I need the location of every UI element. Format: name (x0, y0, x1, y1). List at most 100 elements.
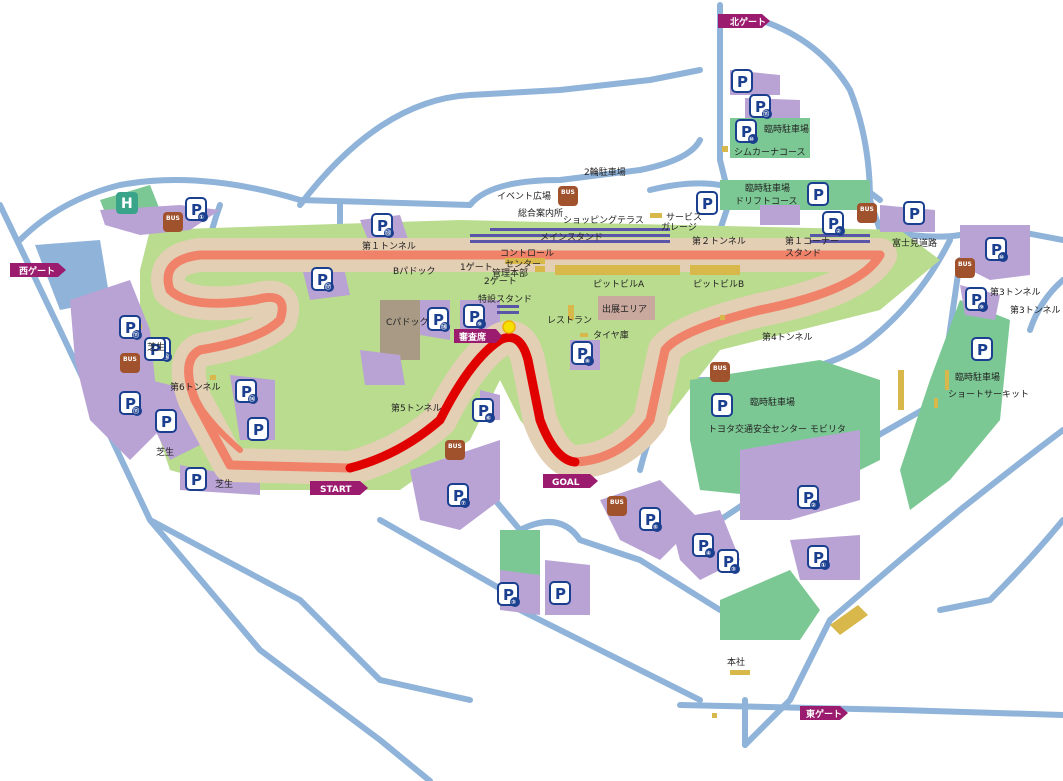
west-gate-label: 西ゲート (19, 265, 55, 277)
svg-text:⑬: ⑬ (385, 229, 391, 237)
parking-icon[interactable]: P③ (717, 549, 740, 574)
svg-text:P: P (317, 271, 328, 289)
svg-text:P: P (803, 489, 814, 507)
parking-icon[interactable]: P (711, 393, 733, 417)
parking-icon[interactable]: P⑩ (735, 119, 758, 144)
svg-text:P: P (723, 553, 734, 571)
parking-icon[interactable]: P (696, 191, 718, 215)
svg-text:BUS: BUS (610, 499, 624, 506)
west-gate[interactable]: 西ゲート (10, 263, 66, 277)
svg-text:BUS: BUS (166, 215, 180, 222)
svg-text:P: P (191, 471, 202, 489)
parking-icon[interactable]: P (807, 182, 829, 206)
bus-stop-icon[interactable]: BUS (710, 362, 730, 382)
parking-icons: PP⑪P⑩PP①PPP②P⑬P⑰P⑱P⑨P⑯P⑧P⑩P⑨PP⑪PP⑪PP⑭PPP… (119, 69, 1008, 607)
parking-icon[interactable]: P (971, 337, 993, 361)
svg-text:①: ① (199, 214, 204, 221)
parking-icon[interactable]: P① (185, 197, 208, 222)
map-label: ピットビルB (693, 279, 744, 290)
parking-icon[interactable]: P⑦ (447, 483, 470, 508)
svg-text:BUS: BUS (860, 206, 874, 213)
map-label: 特設スタンド (478, 293, 532, 305)
parking-icon[interactable]: P⑪ (119, 391, 142, 416)
svg-text:P: P (698, 537, 709, 555)
parking-icon[interactable]: P⑧ (571, 341, 594, 366)
parking-icon[interactable]: P (144, 337, 166, 361)
east-gate[interactable]: 東ゲート (800, 706, 848, 720)
svg-text:P: P (702, 195, 713, 213)
svg-text:①: ① (821, 562, 826, 569)
parking-icon[interactable]: P⑰ (311, 267, 334, 292)
bus-stop-icon[interactable]: BUS (120, 353, 140, 373)
svg-text:P: P (741, 123, 752, 141)
parking-icon[interactable]: P⑤ (639, 507, 662, 532)
map-label: サービス (666, 212, 702, 223)
map-label: 第4トンネル (762, 331, 813, 343)
svg-text:P: P (125, 319, 136, 337)
parking-icon[interactable]: P (903, 201, 925, 225)
svg-text:P: P (813, 186, 824, 204)
svg-text:⑩: ⑩ (749, 136, 754, 143)
map-label: コントロール (500, 249, 554, 259)
parking-icon[interactable]: P⑨ (463, 304, 486, 329)
start-label: START (320, 485, 352, 495)
parking-icon[interactable]: P⑱ (427, 307, 450, 332)
svg-text:⑪: ⑪ (133, 407, 139, 415)
parking-icon[interactable]: P (731, 69, 753, 93)
map-label: ピットビルA (593, 279, 645, 290)
map-label: Cパドック (386, 317, 429, 328)
map-label: シムカーナコース (734, 147, 806, 158)
svg-text:P: P (717, 397, 728, 415)
svg-text:⑨: ⑨ (979, 304, 984, 311)
heliport-icon[interactable]: H (116, 192, 138, 214)
map-label: 本社 (727, 656, 745, 668)
bus-stop-icon[interactable]: BUS (445, 440, 465, 460)
map-label: 第5トンネル (391, 402, 442, 414)
parking-icon[interactable]: P⑩ (985, 237, 1008, 262)
svg-text:BUS: BUS (958, 261, 972, 268)
tire-bld (580, 333, 588, 337)
drift-green (720, 180, 870, 210)
parking-icon[interactable]: P (247, 417, 269, 441)
main-stand-2 (470, 234, 670, 237)
svg-text:④: ④ (706, 550, 711, 557)
bus-stop-icon[interactable]: BUS (607, 496, 627, 516)
north-gate[interactable]: 北ゲート (718, 14, 770, 28)
parking-icon[interactable]: P (549, 581, 571, 605)
map-label: 臨時駐車場 (745, 182, 790, 194)
svg-text:⑨: ⑨ (477, 321, 482, 328)
parking-icon[interactable]: P① (807, 545, 830, 570)
parking-icon[interactable]: P② (797, 485, 820, 510)
parking-icon[interactable]: P⑪ (119, 315, 142, 340)
map-label: 第１トンネル (362, 240, 416, 252)
bus-stop-icon[interactable]: BUS (163, 212, 183, 232)
svg-text:P: P (125, 395, 136, 413)
parking-icon[interactable]: P (155, 409, 177, 433)
parking-icon[interactable]: P⑪ (749, 94, 772, 119)
exhibit-area (598, 296, 655, 320)
north-gate-label: 北ゲート (730, 16, 766, 28)
map-label: 芝生 (215, 478, 233, 490)
svg-text:⑥: ⑥ (486, 415, 491, 422)
race-route (345, 333, 580, 473)
parking-icon[interactable]: P⑭ (235, 379, 258, 404)
bus-stop-icon[interactable]: BUS (558, 186, 578, 206)
bus-stop-icon[interactable]: BUS (857, 203, 877, 223)
svg-text:⑤: ⑤ (653, 524, 658, 531)
svg-text:P: P (577, 345, 588, 363)
bus-stop-icon[interactable]: BUS (955, 258, 975, 278)
main-stand (490, 228, 670, 231)
map-label: 管理本部 (492, 267, 528, 279)
west-gate-lot (35, 240, 110, 310)
parking-icon[interactable]: P④ (692, 533, 715, 558)
parking-icon[interactable]: P (185, 467, 207, 491)
gymkhana-bld (722, 146, 728, 152)
parking-icon[interactable]: P③ (497, 582, 520, 607)
parking-icon[interactable]: P② (822, 211, 845, 236)
restaurant-bld (568, 305, 574, 320)
parking-icon[interactable]: P⑬ (371, 213, 394, 238)
parking-icon[interactable]: P⑥ (472, 398, 495, 423)
parking-icon[interactable]: P⑨ (965, 287, 988, 312)
bottom-bld (712, 713, 717, 718)
svg-text:P: P (909, 205, 920, 223)
